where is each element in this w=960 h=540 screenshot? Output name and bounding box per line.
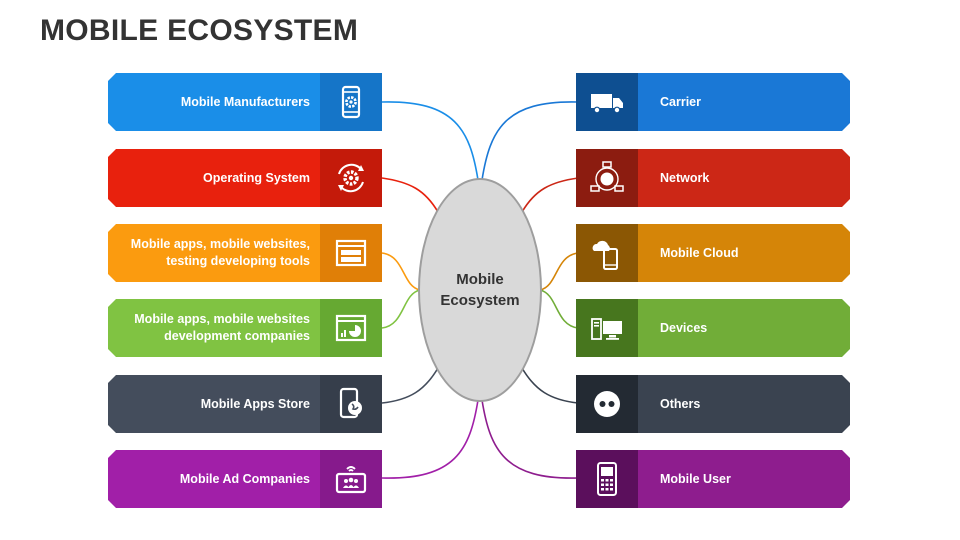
card-devices: Devices xyxy=(576,299,850,357)
smartphone-gear-icon xyxy=(320,73,382,131)
connector-left-3 xyxy=(381,252,421,291)
card-label: Mobile User xyxy=(660,471,731,486)
card-mobile-cloud: Mobile Cloud xyxy=(576,224,850,282)
connector-right-3 xyxy=(539,252,579,291)
center-label-line1: Mobile xyxy=(456,271,504,288)
card-label: Mobile apps, mobile websites, testing de… xyxy=(130,237,310,268)
computer-devices-icon xyxy=(576,299,638,357)
center-label-line2: Ecosystem xyxy=(440,292,520,309)
connector-right-2 xyxy=(521,177,579,213)
center-label: Mobile Ecosystem xyxy=(430,269,530,311)
truck-icon xyxy=(576,73,638,131)
card-development-companies: Mobile apps, mobile websites development… xyxy=(108,299,382,357)
connector-right-1 xyxy=(481,101,579,181)
card-label: Devices xyxy=(660,320,708,335)
card-label: Mobile Manufacturers xyxy=(180,94,310,109)
analytics-window-icon xyxy=(320,299,382,357)
keypad-phone-icon xyxy=(576,450,638,508)
browser-window-icon xyxy=(320,224,382,282)
card-mobile-manufacturers: Mobile Manufacturers xyxy=(108,73,382,131)
card-label: Carrier xyxy=(660,94,701,109)
page-title: MOBILE ECOSYSTEM xyxy=(40,14,359,47)
card-label: Mobile Ad Companies xyxy=(179,471,310,486)
connector-right-4 xyxy=(539,289,579,329)
card-mobile-apps-store: Mobile Apps Store xyxy=(108,375,382,433)
connector-right-5 xyxy=(521,367,579,404)
card-mobile-ad-companies: Mobile Ad Companies xyxy=(108,450,382,508)
gear-cycle-icon xyxy=(320,149,382,207)
card-carrier: Carrier xyxy=(576,73,850,131)
connector-left-6 xyxy=(381,399,479,479)
connector-left-1 xyxy=(381,101,479,181)
connector-left-4 xyxy=(381,289,421,329)
card-label: Mobile Apps Store xyxy=(200,396,310,411)
connector-right-6 xyxy=(481,399,579,479)
card-mobile-user: Mobile User xyxy=(576,450,850,508)
connector-left-2 xyxy=(381,177,439,213)
cloud-phone-icon xyxy=(576,224,638,282)
card-label: Network xyxy=(660,170,710,185)
dots-icon xyxy=(576,375,638,433)
network-globe-icon xyxy=(576,149,638,207)
card-label: Mobile Cloud xyxy=(660,245,739,260)
card-label: Others xyxy=(660,396,701,411)
card-testing-tools: Mobile apps, mobile websites, testing de… xyxy=(108,224,382,282)
tablet-audience-icon xyxy=(320,450,382,508)
card-others: Others xyxy=(576,375,850,433)
card-operating-system: Operating System xyxy=(108,149,382,207)
phone-globe-icon xyxy=(320,375,382,433)
card-label: Mobile apps, mobile websites development… xyxy=(134,312,310,343)
center-node: Mobile Ecosystem xyxy=(418,178,542,402)
card-label: Operating System xyxy=(203,170,310,185)
card-network: Network xyxy=(576,149,850,207)
connector-left-5 xyxy=(381,367,439,404)
